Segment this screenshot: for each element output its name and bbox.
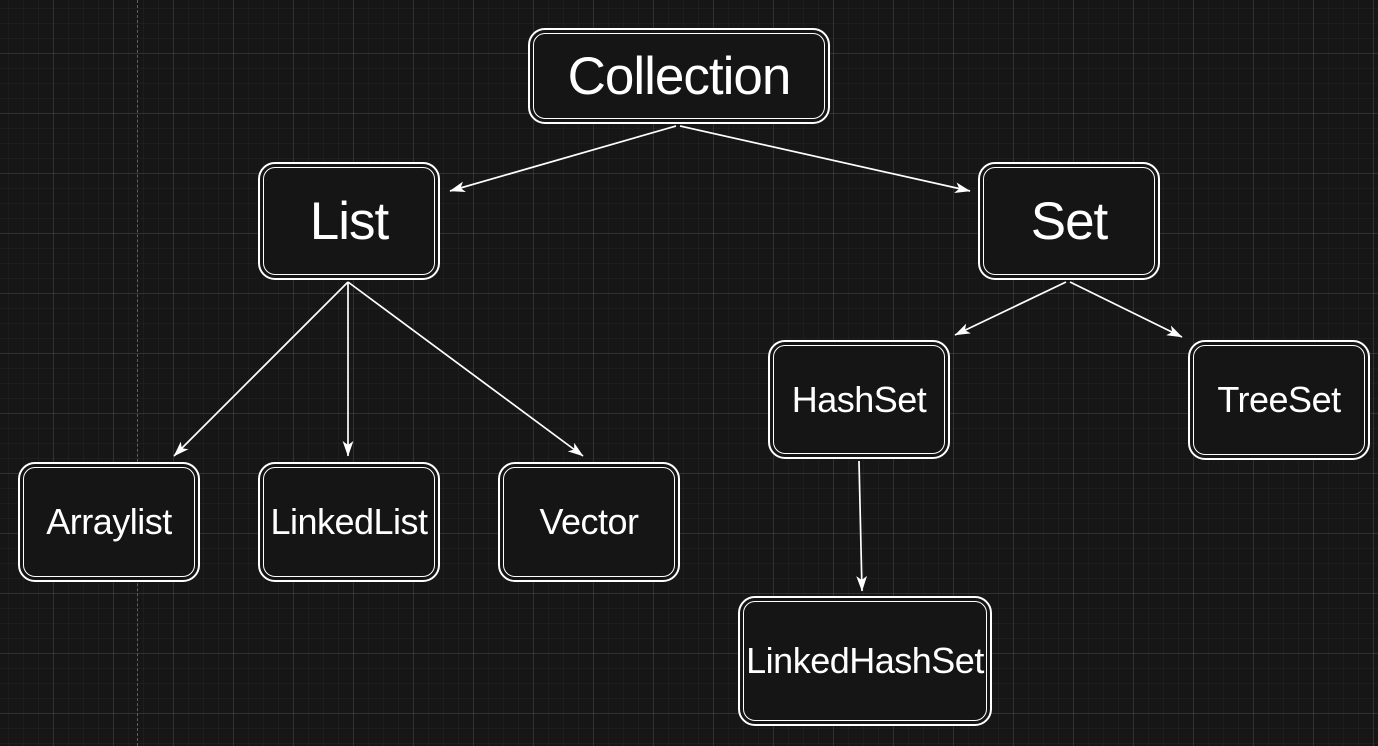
node-arraylist-inner-border: Arraylist bbox=[23, 467, 195, 577]
node-treeset-inner-border: TreeSet bbox=[1193, 345, 1365, 455]
node-linkedhashset[interactable]: LinkedHashSet bbox=[738, 596, 992, 726]
node-list-label: List bbox=[309, 191, 389, 251]
node-arraylist[interactable]: Arraylist bbox=[18, 462, 200, 582]
node-arraylist-label: Arraylist bbox=[46, 501, 172, 542]
node-linkedlist[interactable]: LinkedList bbox=[258, 462, 440, 582]
node-collection-inner-border: Collection bbox=[533, 33, 825, 119]
node-linkedhashset-label: LinkedHashSet bbox=[746, 640, 984, 681]
edge-collection-to-set[interactable] bbox=[679, 125, 971, 193]
edge-hashset-to-linkedhashset[interactable] bbox=[856, 460, 868, 592]
node-hashset-inner-border: HashSet bbox=[773, 345, 945, 454]
edge-collection-to-list[interactable] bbox=[449, 125, 677, 193]
node-treeset[interactable]: TreeSet bbox=[1188, 340, 1370, 460]
node-list[interactable]: List bbox=[258, 162, 440, 280]
edge-set-to-treeset[interactable] bbox=[1069, 281, 1183, 338]
node-treeset-label: TreeSet bbox=[1217, 379, 1341, 420]
node-vector-label: Vector bbox=[539, 501, 639, 542]
node-set[interactable]: Set bbox=[978, 162, 1160, 280]
edge-list-to-arraylist[interactable] bbox=[173, 281, 349, 457]
node-hashset-label: HashSet bbox=[791, 378, 927, 420]
node-linkedhashset-inner-border: LinkedHashSet bbox=[743, 601, 987, 721]
node-vector[interactable]: Vector bbox=[498, 462, 680, 582]
node-collection[interactable]: Collection bbox=[528, 28, 830, 124]
node-set-label: Set bbox=[1030, 191, 1109, 251]
node-linkedlist-inner-border: LinkedList bbox=[263, 467, 435, 577]
edge-set-to-hashset[interactable] bbox=[954, 281, 1067, 336]
node-linkedlist-label: LinkedList bbox=[270, 501, 428, 542]
node-set-inner-border: Set bbox=[983, 167, 1155, 275]
node-hashset[interactable]: HashSet bbox=[768, 340, 950, 459]
node-list-inner-border: List bbox=[263, 167, 435, 275]
edge-list-to-vector[interactable] bbox=[347, 281, 584, 457]
page-break-guide-line bbox=[137, 0, 138, 746]
node-collection-label: Collection bbox=[567, 46, 792, 106]
node-vector-inner-border: Vector bbox=[503, 467, 675, 577]
